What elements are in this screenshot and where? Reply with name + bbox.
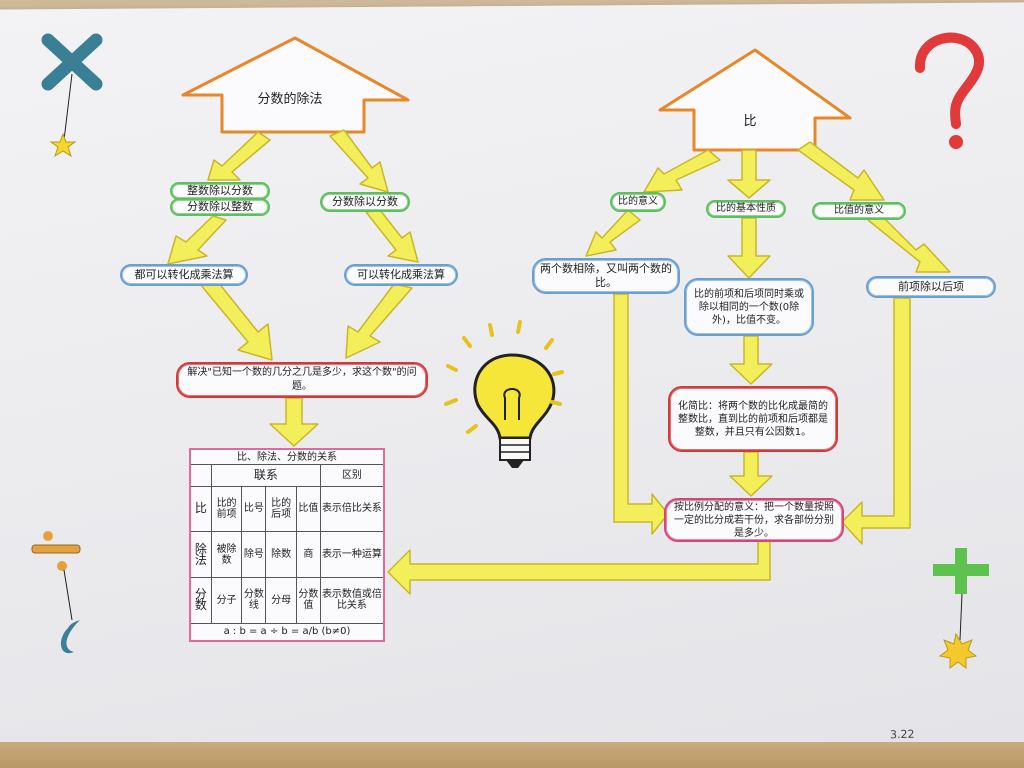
box-property-def: 比的前项和后项同时乘或除以相同的一个数(0除外)，比值不变。 (684, 278, 814, 336)
box-value-def: 前项除以后项 (866, 276, 996, 298)
box-convert-a: 都可以转化成乘法算 (120, 264, 248, 286)
flow-arrows (167, 129, 951, 595)
arrow-house-to-property (727, 149, 771, 199)
table-row: 分数 分子 分数线 分母 分数值 表示数值或倍比关系 (189, 576, 385, 624)
box-solve-problem: 解决"已知一个数的几分之几是多少，求这个数"的问题。 (176, 362, 428, 398)
row-diff: 表示倍比关系 (319, 485, 385, 533)
row-cell: 商 (295, 531, 321, 578)
box-ratio-property: 比的基本性质 (706, 200, 786, 218)
box-frac-div-int: 分数除以整数 (170, 198, 270, 216)
starburst-icon (938, 632, 978, 669)
right-house-title: 比 (743, 114, 757, 129)
date-note: 3.22 (889, 727, 915, 742)
table-title: 比、除法、分数的关系 (189, 448, 385, 466)
box-frac-div-frac: 分数除以分数 (320, 192, 410, 212)
arrow-convert-to-solve-right (345, 283, 413, 359)
table-row: 除法 被除数 除号 除数 商 表示一种运算 (189, 531, 385, 578)
question-mark-icon (915, 32, 985, 149)
arrow-house-to-value (797, 141, 885, 201)
arrow-house-to-frac (329, 129, 389, 193)
box-allocation: 按比例分配的意义：把一个数量按照一定的比分成若干份，求各部份分别是多少。 (664, 498, 844, 542)
left-house-title: 分数的除法 (257, 92, 323, 107)
lightbulb-icon (444, 320, 564, 468)
arrow-int-to-convert (167, 215, 227, 265)
row-diff: 表示一种运算 (319, 531, 385, 578)
arrow-house-to-meaning (643, 149, 721, 193)
arrow-property-to-def (727, 217, 771, 279)
arrow-value-to-def (867, 213, 951, 273)
row-cell: 分数线 (241, 576, 267, 624)
arrow-solve-to-table (269, 397, 319, 447)
multiply-sign-icon (41, 33, 103, 141)
right-house-roof (658, 48, 852, 152)
arrow-meaning-to-def (585, 209, 641, 257)
table-corner (189, 464, 212, 487)
row-cell: 分数值 (295, 576, 321, 624)
divide-sign-icon (31, 531, 81, 621)
box-meaning-def: 两个数相除，又叫两个数的比。 (532, 258, 680, 294)
plus-sign-icon (933, 548, 989, 641)
arrow-allocation-to-table (387, 539, 771, 595)
table-row: 比 比的前项 比号 比的后项 比值 表示倍比关系 (189, 485, 385, 533)
arrow-value-def-to-allocation (841, 297, 911, 545)
row-cell: 被除数 (210, 531, 243, 578)
relation-table: 比、除法、分数的关系 联系 区别 比 比的前项 比号 比的后项 比值 表示倍比关… (189, 448, 385, 642)
arrow-frac-to-convert (365, 209, 419, 263)
row-cell: 除号 (241, 531, 267, 578)
row-cell: 分子 (210, 576, 243, 624)
arrow-meaning-def-to-allocation (613, 293, 669, 535)
row-name: 分数 (189, 576, 212, 624)
arrow-house-to-int (207, 131, 271, 181)
arrow-property-def-to-simplify (729, 335, 773, 385)
table-formula: a : b = a ÷ b = a/b (b≠0) (189, 622, 385, 642)
row-cell: 比号 (241, 485, 267, 533)
box-simplify-ratio: 化简比：将两个数的比化成最简的整数比，直到比的前项和后项都是整数，并且只有公因数… (668, 386, 838, 452)
star-icon (49, 132, 77, 158)
box-ratio-meaning: 比的意义 (610, 192, 666, 212)
row-cell: 比值 (295, 485, 321, 533)
table-header-link: 联系 (210, 464, 321, 487)
row-cell: 比的后项 (265, 485, 297, 533)
row-name: 除法 (189, 531, 212, 578)
box-ratio-value: 比值的意义 (812, 202, 906, 220)
box-convert-b: 可以转化成乘法算 (344, 264, 458, 286)
row-cell: 分母 (265, 576, 297, 624)
table-header-diff: 区别 (319, 464, 385, 487)
moon-icon (60, 620, 80, 654)
arrow-simplify-to-allocation (729, 451, 773, 497)
desk-surface (0, 742, 1024, 768)
row-diff: 表示数值或倍比关系 (319, 576, 385, 624)
arrow-convert-to-solve-left (199, 281, 273, 361)
row-cell: 除数 (265, 531, 297, 578)
row-cell: 比的前项 (210, 485, 243, 533)
left-house-roof (181, 36, 410, 134)
row-name: 比 (189, 485, 212, 533)
